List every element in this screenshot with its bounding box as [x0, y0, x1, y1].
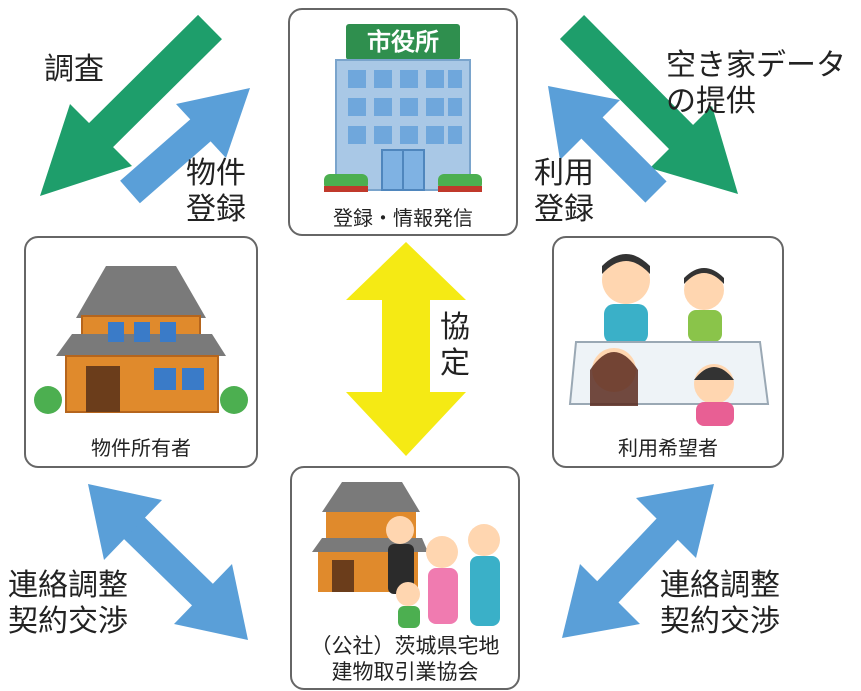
city-hall-building-icon [324, 24, 482, 192]
negotiation-right-arrow [562, 484, 714, 638]
negotiation-left-arrow [88, 484, 248, 640]
usage-registration-label-line1: 利用 [534, 156, 594, 191]
negotiation-right-label-line2: 契約交渉 [660, 604, 780, 639]
house-icon [34, 266, 248, 414]
association-label-line2: 建物取引業協会 [331, 660, 479, 684]
city-hall-label: 登録・情報発信 [333, 206, 473, 230]
negotiation-right-label-line1: 連絡調整 [660, 568, 780, 603]
realtor-with-clients-icon [312, 482, 500, 628]
owner-label: 物件所有者 [91, 436, 191, 460]
vacant-house-data-label-line2: の提供 [666, 84, 756, 119]
city-hall-sign: 市役所 [367, 28, 439, 56]
agreement-label-line1: 協 [440, 310, 470, 345]
family-icon [568, 254, 770, 426]
usage-registration-label-line2: 登録 [534, 192, 594, 227]
association-label-line1: （公社）茨城県宅地 [310, 634, 500, 658]
usage-registration-arrow [548, 86, 667, 203]
association-node: （公社）茨城県宅地 建物取引業協会 [290, 466, 520, 690]
property-registration-label-line1: 物件 [186, 156, 246, 191]
negotiation-left-label-line2: 契約交渉 [8, 604, 128, 639]
negotiation-left-label-line1: 連絡調整 [8, 568, 128, 603]
agreement-arrow [346, 242, 466, 456]
property-registration-label-line2: 登録 [186, 192, 246, 227]
survey-arrow [40, 14, 222, 196]
applicant-label: 利用希望者 [618, 436, 718, 460]
agreement-label-line2: 定 [440, 346, 470, 381]
vacant-house-data-arrow [559, 15, 738, 194]
applicant-node: 利用希望者 [552, 236, 784, 468]
survey-label: 調査 [44, 52, 104, 87]
property-registration-arrow [120, 88, 250, 204]
city-hall-node: 市役所 登録・情報発信 [288, 8, 518, 236]
owner-node: 物件所有者 [24, 236, 258, 468]
city-hall-sign-board [346, 24, 460, 60]
vacant-house-data-label-line1: 空き家データ [666, 48, 846, 83]
